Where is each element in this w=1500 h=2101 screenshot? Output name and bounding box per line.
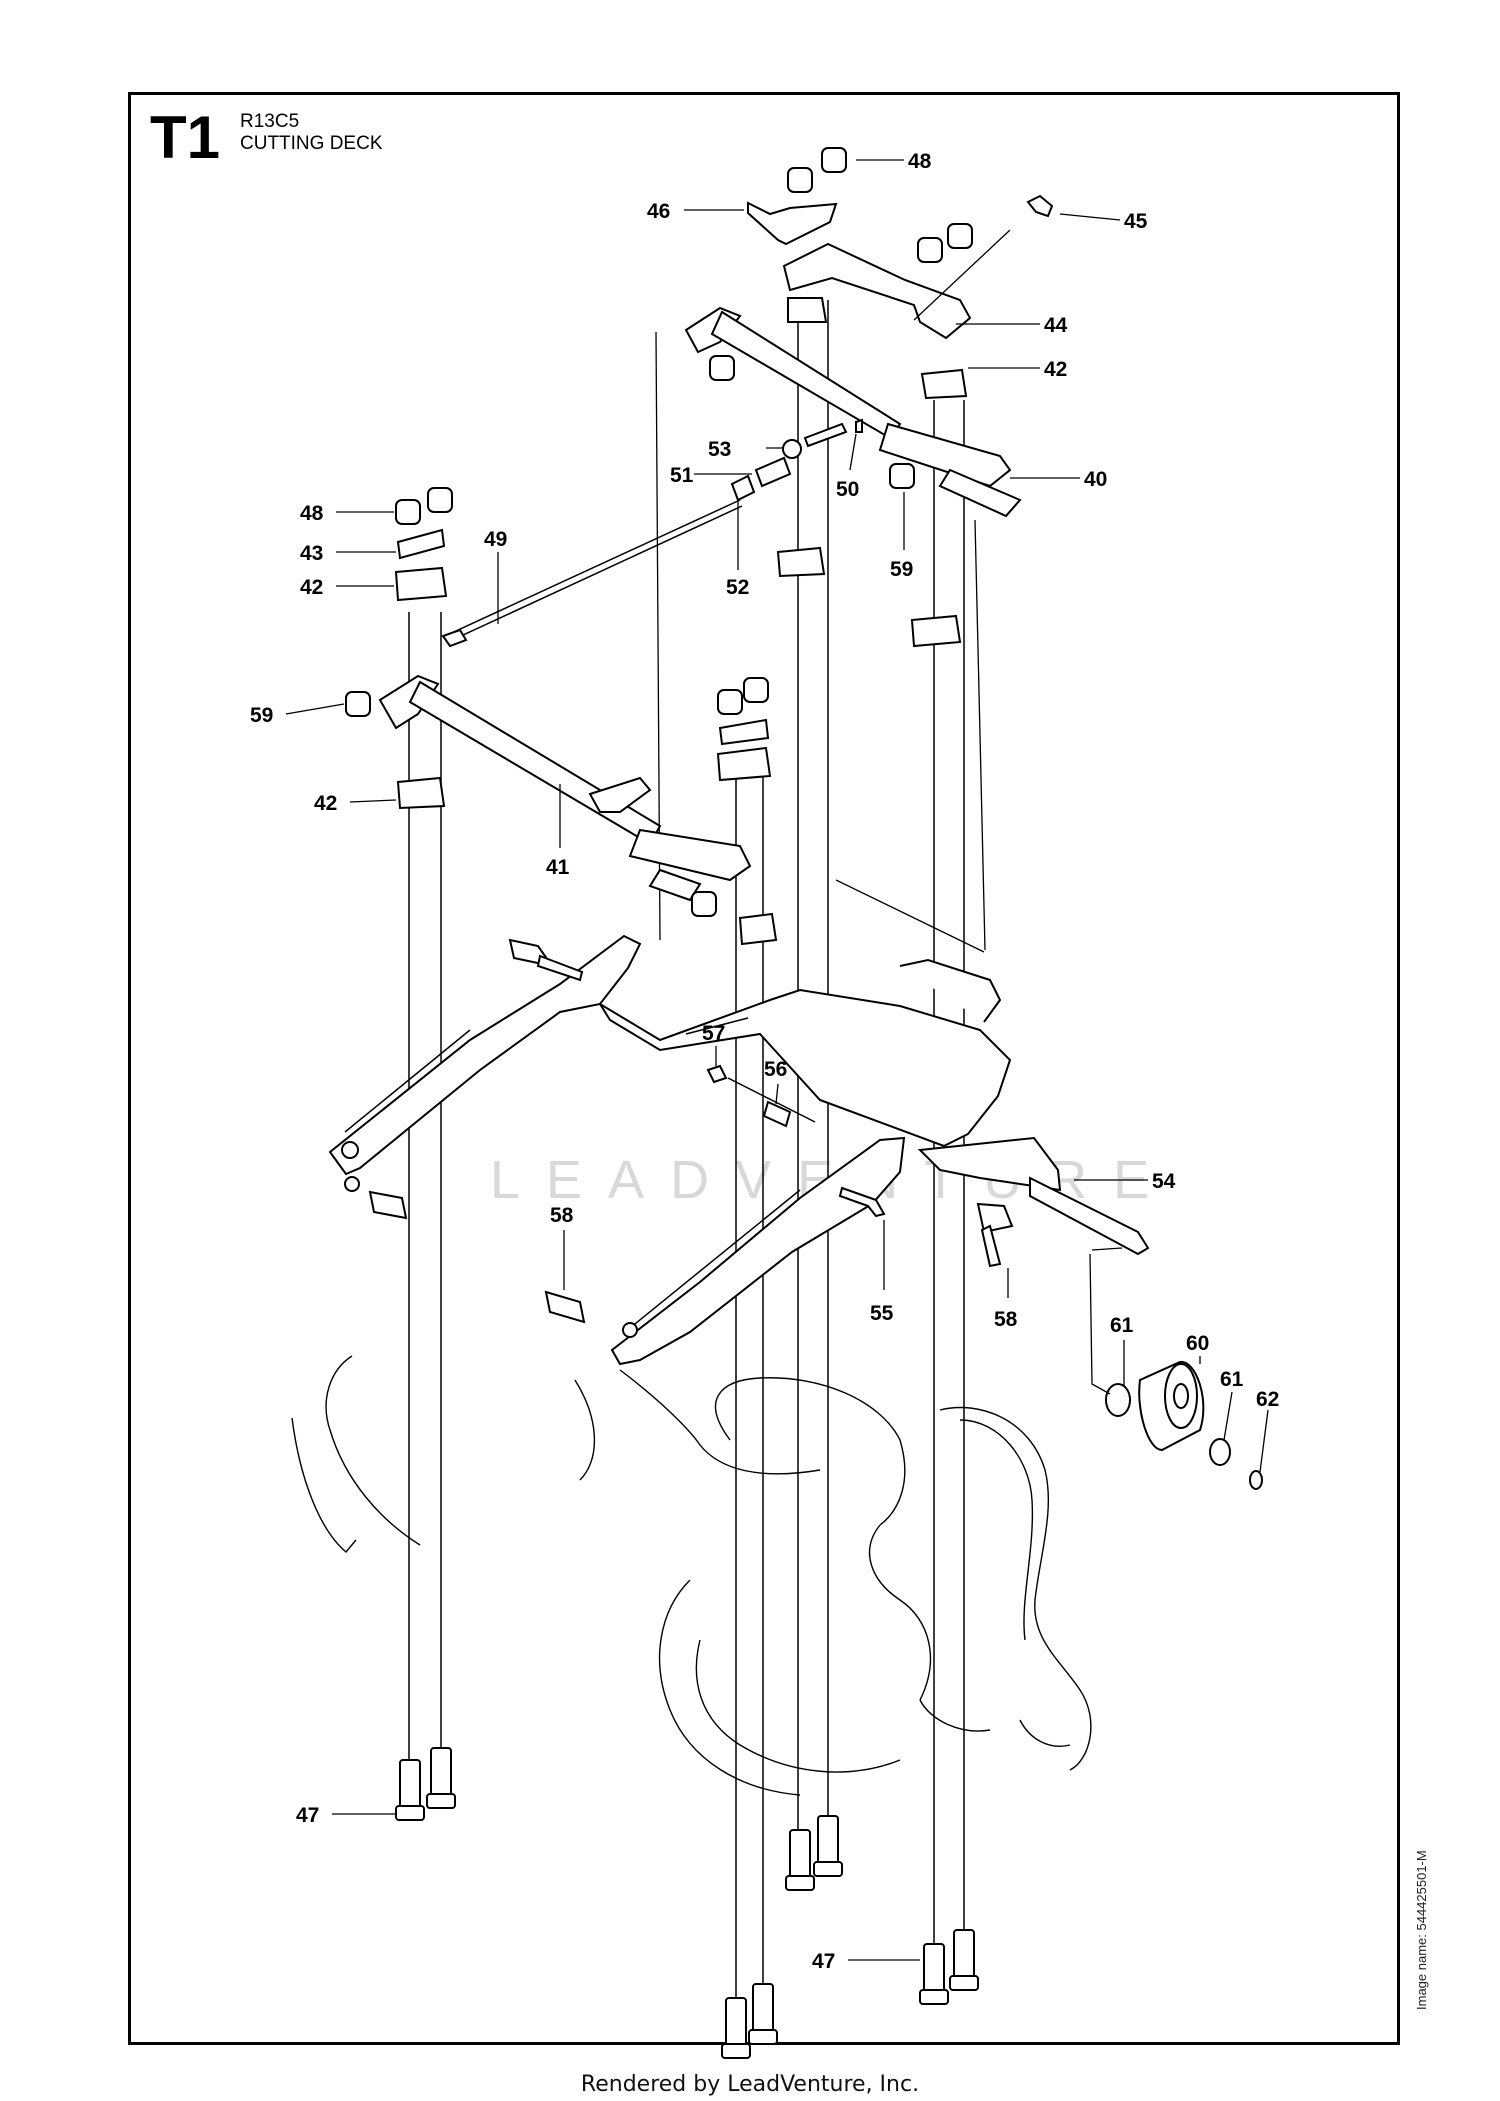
- callout-61: 61: [1220, 1368, 1244, 1391]
- callout-47: 47: [296, 1804, 319, 1827]
- callout-40: 40: [1084, 468, 1107, 491]
- nut-shaft-40: [709, 355, 735, 381]
- side-arm-right: [610, 1136, 1062, 1366]
- callout-58: 58: [994, 1308, 1018, 1331]
- callout-48: 48: [908, 150, 932, 173]
- callout-48: 48: [300, 502, 324, 525]
- shaft-40: [684, 306, 1022, 518]
- side-arm-center: [599, 958, 1012, 1148]
- callout-59: 59: [250, 704, 273, 727]
- side-arm-left: [328, 934, 642, 1192]
- page-code: T1: [150, 104, 221, 171]
- callout-42: 42: [1044, 358, 1067, 381]
- callout-45: 45: [1124, 210, 1148, 233]
- callout-leaders: [285, 159, 1269, 1961]
- callout-43: 43: [300, 542, 323, 565]
- shaft-41: [378, 674, 752, 902]
- callout-labels: 48 46 45 44 42 40 53 51 50 52 59 48 43 4…: [250, 150, 1279, 1973]
- nut-59-left: [345, 691, 371, 717]
- adjuster-51-52-53: [730, 422, 848, 502]
- callout-42: 42: [314, 792, 337, 815]
- clip-57: [706, 1064, 728, 1084]
- clamp-42-mid: [776, 546, 962, 648]
- bolt-58: [368, 938, 1014, 1324]
- callout-55: 55: [870, 1302, 894, 1325]
- callout-54: 54: [1152, 1170, 1176, 1193]
- clamp-42-left-top: [394, 566, 448, 602]
- section-title: CUTTING DECK: [240, 133, 383, 154]
- nut-mid: [716, 677, 778, 946]
- callout-62: 62: [1256, 1388, 1279, 1411]
- clamp-42-upper: [787, 297, 968, 400]
- wheel-60: [1089, 1247, 1263, 1490]
- nut-48-top: [787, 147, 847, 193]
- callout-60: 60: [1186, 1332, 1209, 1355]
- nut-48-right: [917, 223, 973, 263]
- deck-outline: [291, 1355, 1092, 1796]
- callout-61: 61: [1110, 1314, 1134, 1337]
- nut-59-upper: [889, 463, 915, 489]
- image-name-note: Image name: 544425501-M: [1414, 1850, 1429, 2010]
- callout-52: 52: [726, 576, 749, 599]
- bolt-47: [395, 1747, 979, 2059]
- clip-45: [1026, 194, 1054, 218]
- model-number: R13C5: [240, 111, 300, 132]
- spring-56: [727, 1077, 816, 1128]
- footer-credit: Rendered by LeadVenture, Inc.: [580, 2072, 920, 2097]
- lever-50: [855, 418, 863, 433]
- callout-58: 58: [550, 1204, 574, 1227]
- callout-47: 47: [812, 1950, 835, 1973]
- pin-55: [838, 1186, 886, 1218]
- callout-57: 57: [702, 1022, 725, 1045]
- callout-53: 53: [708, 438, 731, 461]
- callout-50: 50: [836, 478, 859, 501]
- callout-49: 49: [484, 528, 507, 551]
- callout-42: 42: [300, 576, 323, 599]
- nut-shaft-41: [691, 891, 717, 917]
- callout-51: 51: [670, 464, 694, 487]
- nut-48-left: [395, 487, 453, 525]
- bracket-46: [747, 201, 838, 246]
- callout-56: 56: [764, 1058, 787, 1081]
- rod-49: [441, 499, 743, 648]
- clamp-42-left-low: [396, 776, 446, 810]
- callout-44: 44: [1044, 314, 1068, 337]
- shaft-54: [1029, 1176, 1150, 1256]
- callout-59: 59: [890, 558, 913, 581]
- callout-46: 46: [647, 200, 670, 223]
- plate-43: [396, 528, 446, 560]
- callout-41: 41: [546, 856, 570, 879]
- plate-44: [782, 242, 972, 340]
